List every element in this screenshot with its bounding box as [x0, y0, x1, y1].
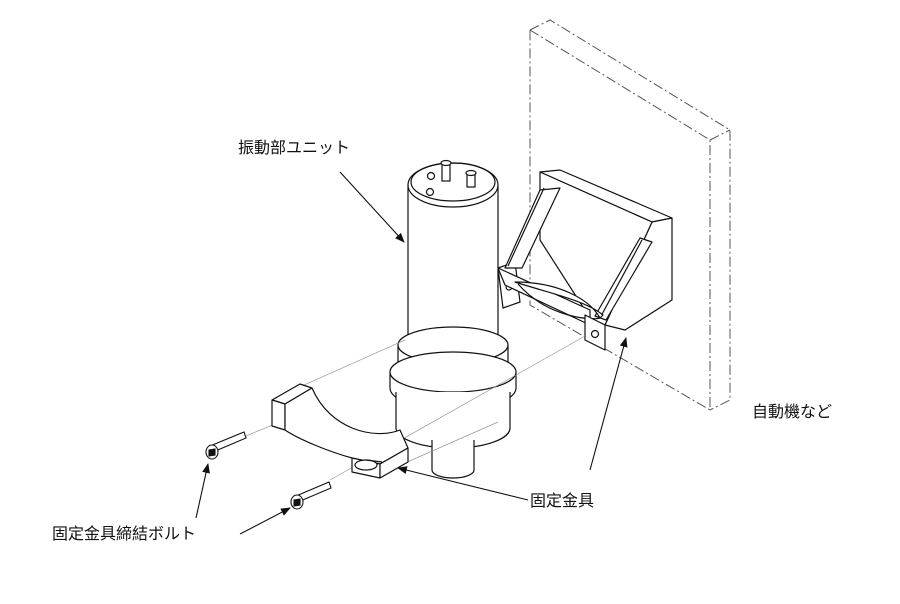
arrow-fixture	[397, 466, 529, 501]
arrow-bolt-upper	[195, 463, 210, 519]
leader-lines	[195, 171, 628, 535]
label-fixture-bolt: 固定金具締結ボルト	[52, 524, 197, 543]
wall-bracket	[497, 169, 673, 351]
arrow-wall-bracket	[589, 337, 628, 471]
label-vibration-unit: 振動部ユニット	[238, 138, 351, 157]
bolt-lower	[290, 481, 332, 510]
label-automatic-machine: 自動機など	[752, 402, 833, 421]
arrow-bolt-lower	[239, 507, 291, 535]
vibration-unit	[389, 159, 517, 479]
bolt-upper	[205, 431, 247, 460]
arrow-vibration-unit	[339, 171, 405, 243]
label-fixture: 固定金具	[530, 491, 595, 510]
front-fixture	[271, 383, 409, 479]
